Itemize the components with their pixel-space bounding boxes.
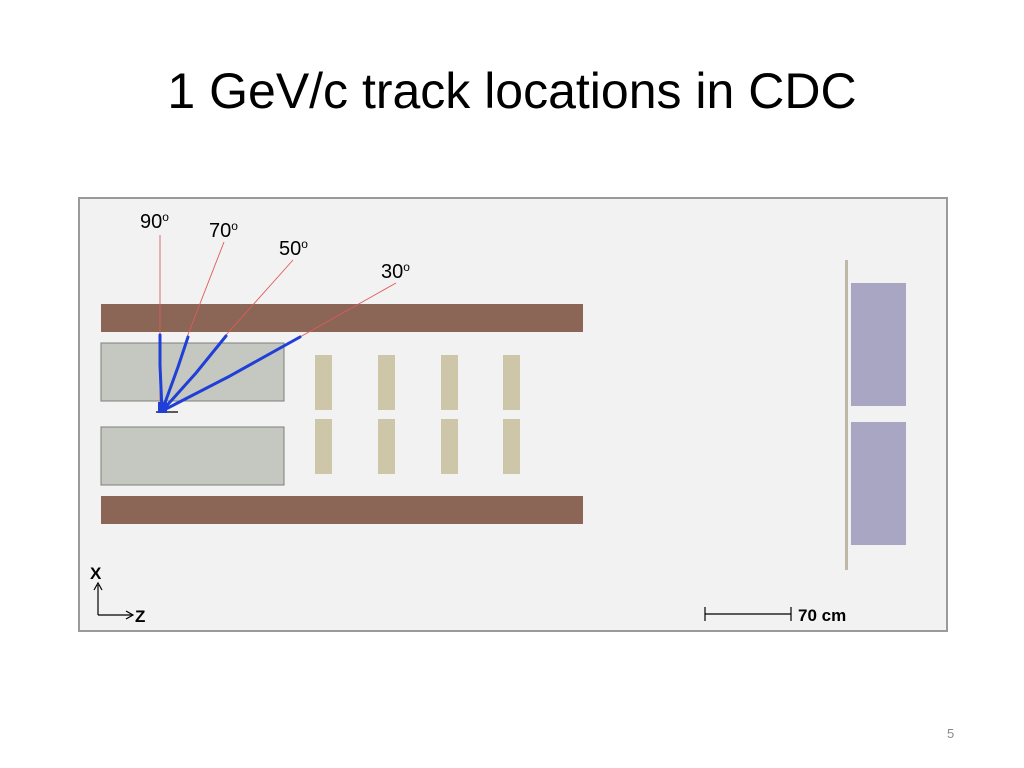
- solenoid-upper: [101, 304, 583, 332]
- vertex-marker: [158, 402, 167, 413]
- fdc-package-1-upper: [315, 355, 332, 410]
- fdc-package-4-lower: [503, 419, 520, 474]
- track-50: [160, 334, 228, 413]
- calorimeter-lower: [851, 422, 906, 545]
- calorimeter-upper: [851, 283, 906, 406]
- tof-wall: [845, 260, 848, 570]
- cdc-block-upper: [100, 342, 285, 402]
- solenoid-lower: [101, 496, 583, 524]
- angle-label-70: 70o: [209, 219, 238, 242]
- leader-line-70: [186, 241, 225, 338]
- detector-diagram-svg: 90o 70o 50o 30o X Z 70 cm: [78, 197, 948, 632]
- track-90: [158, 333, 164, 413]
- axis-label-z: Z: [135, 607, 145, 626]
- track-30: [160, 335, 302, 413]
- axis-indicator: X Z: [90, 564, 145, 626]
- fdc-package-2-upper: [378, 355, 395, 410]
- track-70: [160, 335, 190, 413]
- angle-label-90: 90o: [140, 210, 169, 233]
- page-number: 5: [947, 726, 955, 741]
- fdc-package-3-lower: [441, 419, 458, 474]
- scale-bar: 70 cm: [704, 606, 846, 625]
- axis-arrowhead-right-icon: [125, 610, 135, 620]
- leader-line-30: [299, 282, 397, 338]
- fdc-package-2-lower: [378, 419, 395, 474]
- fdc-package-1-lower: [315, 419, 332, 474]
- detector-diagram: 90o 70o 50o 30o X Z 70 cm: [78, 197, 948, 632]
- axis-label-x: X: [90, 564, 102, 583]
- leader-line-50: [225, 259, 294, 336]
- fdc-package-3-upper: [441, 355, 458, 410]
- axis-arrowhead-up-icon: [93, 581, 103, 591]
- angle-label-50: 50o: [279, 237, 308, 260]
- diagram-frame: [78, 197, 948, 632]
- slide-title: 1 GeV/c track locations in CDC: [167, 63, 857, 119]
- angle-label-30: 30o: [381, 260, 410, 283]
- cdc-block-lower: [100, 426, 285, 486]
- fdc-package-4-upper: [503, 355, 520, 410]
- scale-bar-label: 70 cm: [798, 606, 846, 625]
